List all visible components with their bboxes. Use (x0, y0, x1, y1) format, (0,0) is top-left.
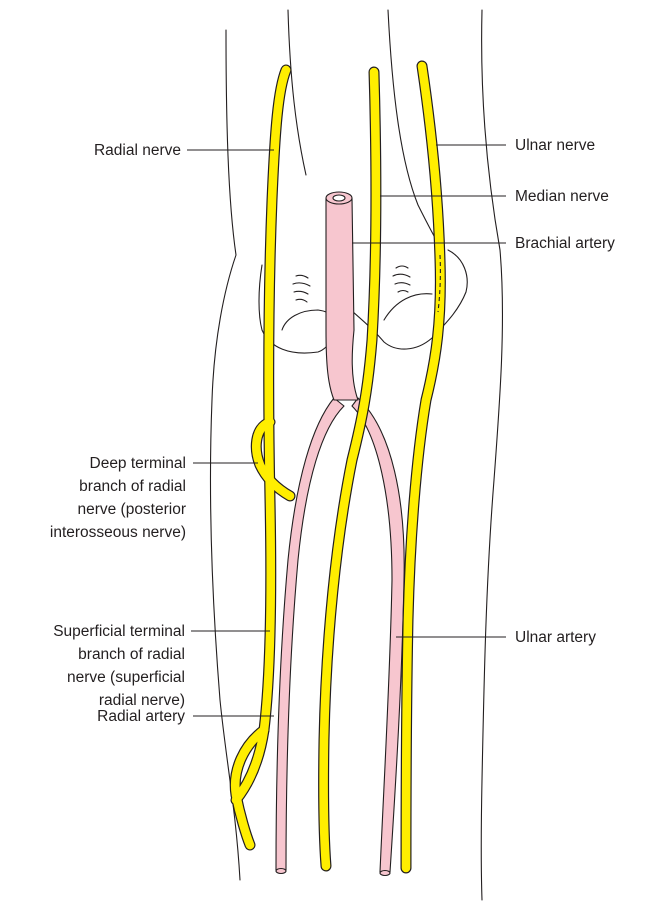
ulnar-artery (352, 398, 404, 872)
label-superficial-branch-line-1: Superficial terminal (53, 623, 185, 640)
humerus-trochlea (384, 294, 432, 320)
median-nerve (324, 72, 376, 866)
brachial-artery-lumen (333, 195, 345, 201)
label-deep-branch-line-3: nerve (posterior (77, 501, 186, 518)
label-deep-branch-line-2: branch of radial (79, 478, 186, 495)
label-median-nerve: Median nerve (515, 188, 609, 205)
label-radial-artery: Radial artery (97, 708, 185, 725)
epicondyle-marks-right (393, 266, 410, 292)
label-superficial-branch-line-2: branch of radial (78, 646, 185, 663)
label-ulnar-nerve: Ulnar nerve (515, 137, 595, 154)
label-radial-nerve: Radial nerve (94, 142, 181, 159)
label-brachial-artery: Brachial artery (515, 235, 615, 252)
radial-artery-cut-end (276, 869, 286, 874)
limb-outline-left-inner (288, 10, 306, 175)
ulnar-artery-cut-end (380, 871, 390, 876)
label-ulnar-artery: Ulnar artery (515, 629, 596, 646)
nerves (235, 66, 440, 868)
label-deep-branch-line-1: Deep terminal (90, 455, 187, 472)
label-deep-branch-line-4: interosseous nerve) (50, 524, 186, 541)
label-superficial-branch-line-4: radial nerve) (99, 692, 185, 709)
limb-outline-left (210, 30, 240, 880)
label-superficial-branch-line-3: nerve (superficial (67, 669, 185, 686)
brachial-artery (326, 198, 358, 400)
limb-outline-right (481, 10, 502, 900)
epicondyle-marks-left (293, 275, 310, 302)
